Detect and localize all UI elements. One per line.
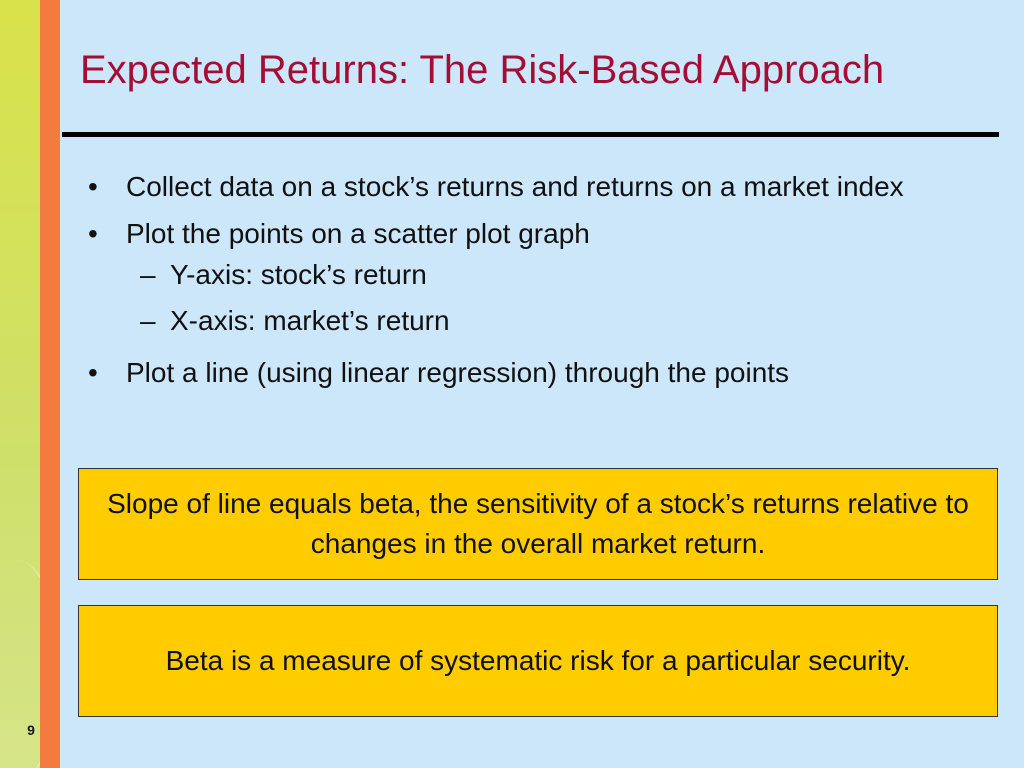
dash-icon: – (140, 259, 156, 290)
callout-text: Slope of line equals beta, the sensitivi… (107, 488, 969, 559)
callout-box-beta-risk: Beta is a measure of systematic risk for… (78, 605, 998, 717)
bullet-item: • Plot the points on a scatter plot grap… (86, 215, 996, 344)
sub-bullet-text: Y-axis: stock’s return (170, 259, 427, 290)
title-underline (62, 132, 999, 137)
slide-number: 9 (27, 722, 35, 738)
decorative-orange-band (40, 0, 60, 768)
bullet-icon: • (88, 357, 98, 388)
sub-bullet-item: – X-axis: market’s return (126, 298, 996, 344)
bullet-icon: • (88, 171, 98, 202)
dash-icon: – (140, 305, 156, 336)
callout-text: Beta is a measure of systematic risk for… (165, 645, 911, 676)
sub-bullet-list: – Y-axis: stock’s return – X-axis: marke… (126, 252, 996, 344)
decorative-left-band (0, 0, 40, 768)
bullet-item: • Collect data on a stock’s returns and … (86, 168, 996, 205)
sub-bullet-text: X-axis: market’s return (170, 305, 450, 336)
bullet-text: Plot a line (using linear regression) th… (126, 357, 790, 388)
bullet-item: • Plot a line (using linear regression) … (86, 354, 996, 391)
sub-bullet-item: – Y-axis: stock’s return (126, 252, 996, 298)
bullet-list: • Collect data on a stock’s returns and … (86, 168, 996, 401)
callout-box-beta-slope: Slope of line equals beta, the sensitivi… (78, 468, 998, 580)
bullet-icon: • (88, 218, 98, 249)
bullet-text: Collect data on a stock’s returns and re… (126, 171, 904, 202)
slide-title: Expected Returns: The Risk-Based Approac… (80, 48, 885, 92)
bullet-text: Plot the points on a scatter plot graph (126, 218, 590, 249)
